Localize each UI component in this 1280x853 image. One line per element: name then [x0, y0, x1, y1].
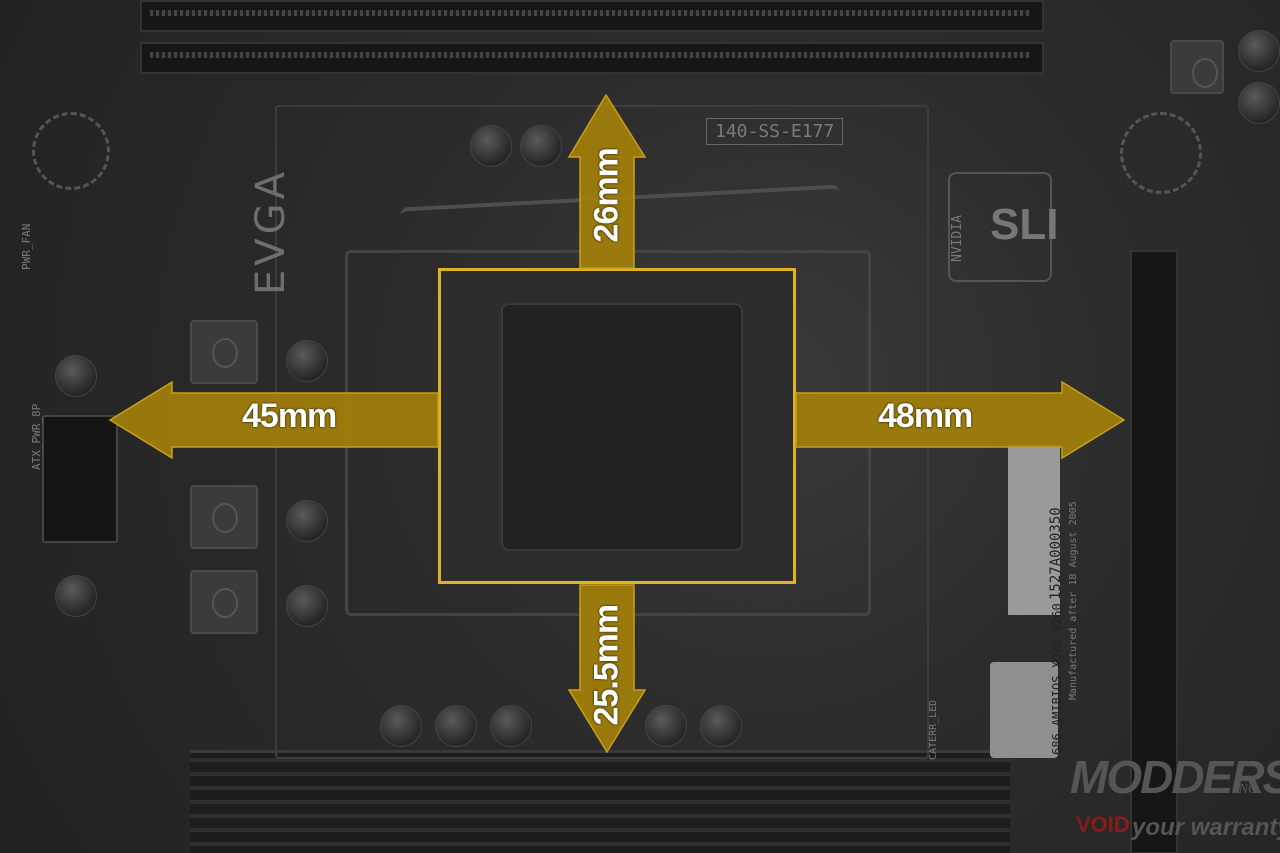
arrow-up — [567, 93, 647, 269]
capacitor — [700, 705, 742, 747]
modders-inc-watermark: MODDERS INC. VOID your warranty — [1070, 750, 1280, 845]
capacitor — [435, 705, 477, 747]
vrm-heatsink — [190, 750, 1010, 853]
sli-logo: SLI — [948, 172, 1058, 282]
capacitor — [55, 575, 97, 617]
capacitor — [55, 355, 97, 397]
capacitor — [645, 705, 687, 747]
sli-text: SLI — [990, 200, 1059, 249]
watermark-main: MODDERS — [1070, 751, 1280, 803]
pcie-slot — [1130, 250, 1178, 853]
vrm-choke — [190, 485, 258, 549]
vrm-choke — [190, 570, 258, 634]
watermark-inc: INC. — [1234, 782, 1261, 797]
arrow-right — [795, 380, 1126, 460]
part-number-silkscreen: 140-SS-E177 — [706, 118, 844, 145]
capacitor — [286, 340, 328, 382]
capacitor — [1238, 30, 1280, 72]
capacitor — [286, 585, 328, 627]
arrow-down — [567, 584, 647, 754]
top-measurement: 26mm — [587, 148, 626, 243]
bios-chip-sticker — [990, 662, 1058, 758]
dimm-slot-pins — [150, 10, 1030, 16]
dimm-slot — [140, 42, 1044, 74]
arrow-left — [108, 380, 439, 460]
mounting-hole — [32, 112, 110, 190]
capacitor — [286, 500, 328, 542]
capacitor — [470, 125, 512, 167]
vrm-choke — [1170, 40, 1224, 94]
cpu-socket-cover — [501, 303, 743, 551]
dimm-slot-pins — [150, 52, 1030, 58]
right-measurement: 48mm — [878, 397, 973, 435]
capacitor — [490, 705, 532, 747]
vrm-choke — [190, 320, 258, 384]
left-measurement: 45mm — [242, 397, 337, 435]
cpu-socket-outline — [438, 268, 796, 584]
atx-power-connector — [42, 415, 118, 543]
watermark-void: VOID — [1076, 812, 1130, 837]
watermark-tagline: your warranty — [1132, 814, 1280, 841]
mounting-hole — [1120, 112, 1202, 194]
capacitor — [380, 705, 422, 747]
dimm-slot — [140, 0, 1044, 32]
barcode-sticker — [1008, 445, 1060, 615]
bottom-measurement: 25.5mm — [587, 604, 626, 726]
capacitor — [520, 125, 562, 167]
